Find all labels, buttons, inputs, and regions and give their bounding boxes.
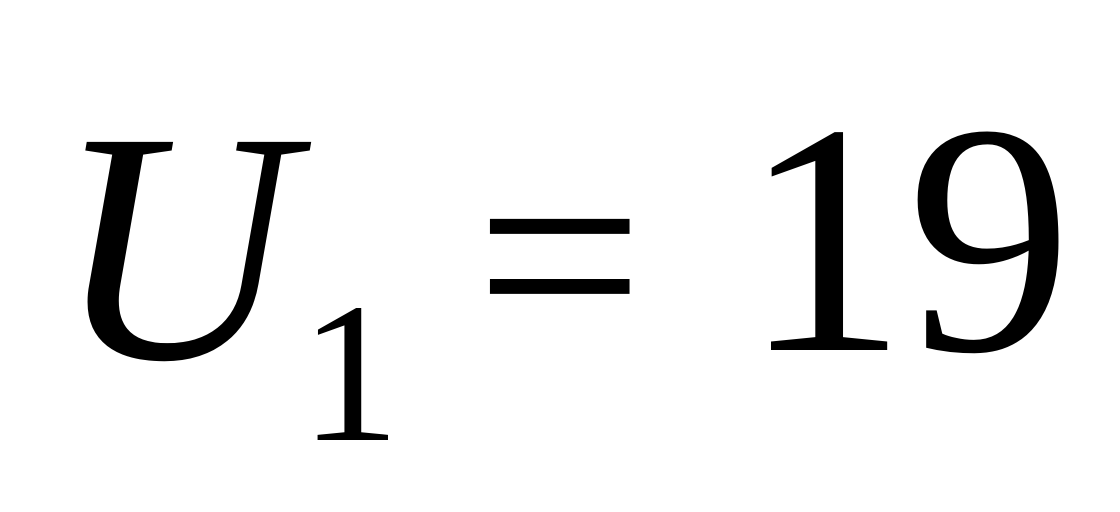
formula-subscript: 1 — [300, 263, 400, 484]
formula-equals-sign: = — [475, 89, 645, 421]
formula-value: 19 — [742, 57, 1072, 422]
formula-variable: U — [55, 65, 294, 430]
